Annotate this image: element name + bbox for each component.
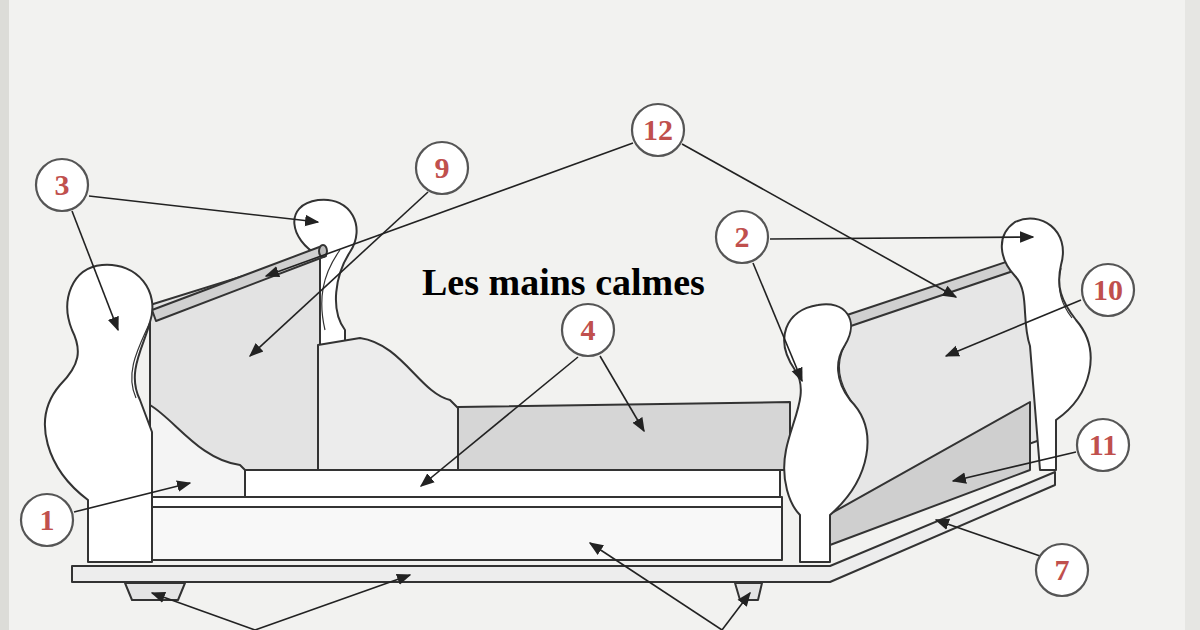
callout-number: 11 — [1089, 430, 1117, 460]
callout-circle: 1 — [19, 492, 75, 548]
scan-edge — [0, 0, 9, 630]
callout-circle: 12 — [630, 102, 686, 158]
callout-circle: 9 — [414, 140, 470, 196]
callout-number: 1 — [40, 505, 55, 535]
title-text: Les mains calmes — [422, 262, 705, 304]
bed-drawing — [45, 200, 1091, 600]
scan-edge — [1185, 0, 1200, 630]
callout-number: 12 — [643, 115, 673, 145]
callout-number: 10 — [1093, 275, 1123, 305]
callout-number: 7 — [1055, 555, 1070, 585]
callout-number: 4 — [581, 315, 596, 345]
callout-number: 2 — [735, 222, 750, 252]
callout-number: 9 — [435, 153, 450, 183]
callout-circle: 7 — [1034, 542, 1090, 598]
callout-circle: 11 — [1075, 417, 1131, 473]
callout-circle: 4 — [560, 302, 616, 358]
callout-circle: 2 — [714, 209, 770, 265]
callout-circle: 10 — [1080, 262, 1136, 318]
leader-lines — [72, 143, 1081, 630]
callout-circle: 3 — [34, 157, 90, 213]
callout-number: 3 — [55, 170, 70, 200]
